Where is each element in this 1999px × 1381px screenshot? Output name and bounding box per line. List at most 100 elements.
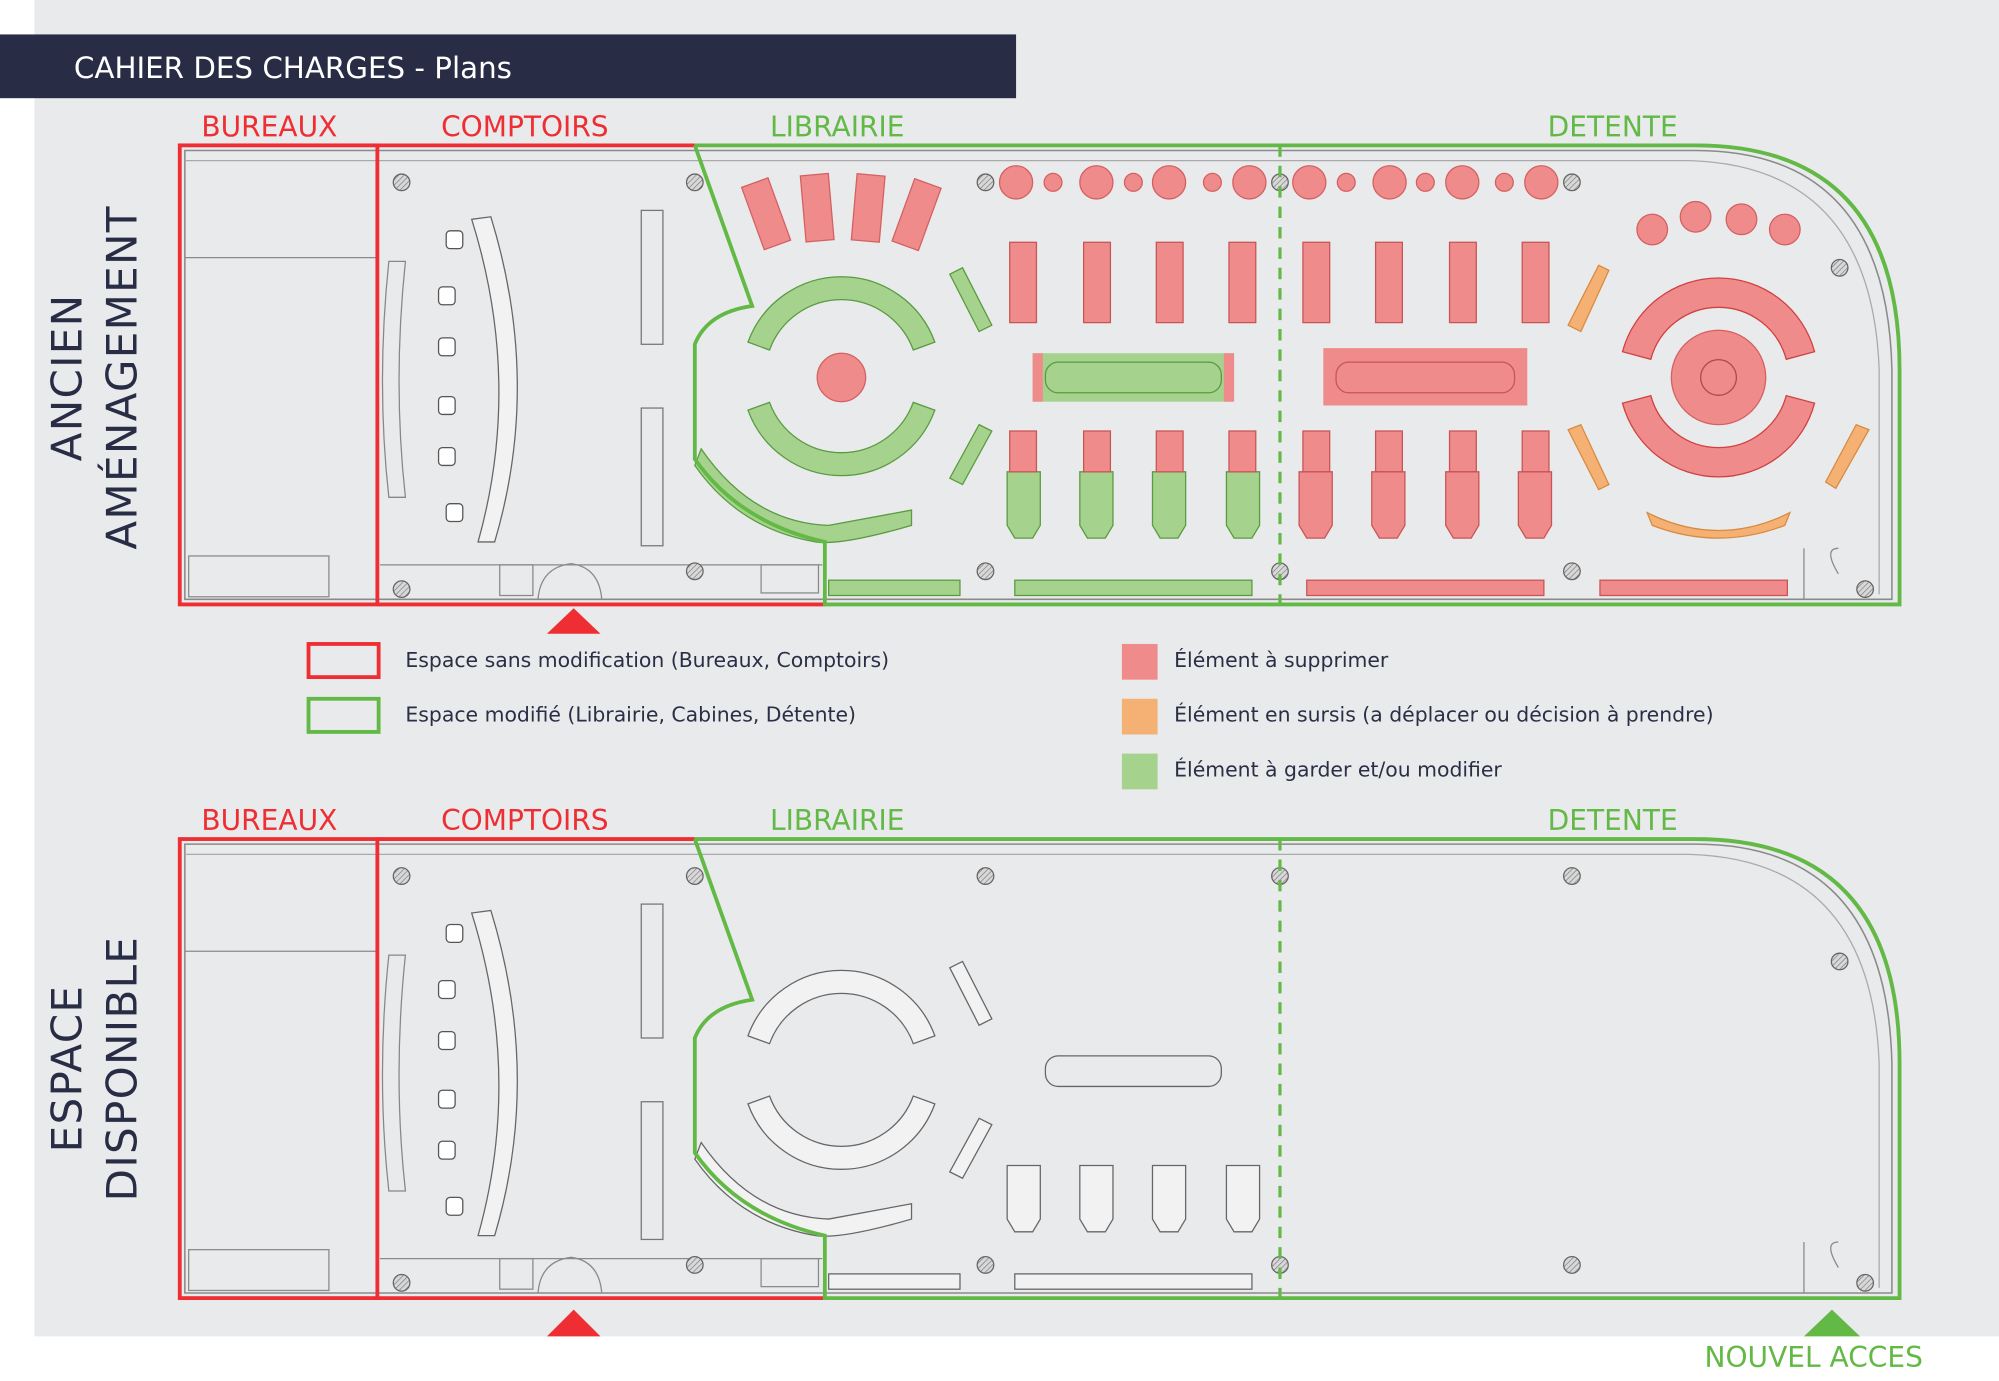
armchair-remove: [1517, 471, 1553, 539]
counter-chair: [445, 230, 464, 250]
pillar: [976, 173, 995, 192]
bench-column-remove: [1448, 430, 1477, 473]
pillar: [1562, 1256, 1581, 1274]
shelf: [640, 1101, 664, 1241]
armchair: [1006, 1164, 1041, 1233]
sofa-pending: [1645, 511, 1792, 539]
pillar: [1856, 1273, 1875, 1292]
legend-label-pending: Élément en sursis (a déplacer ou décisio…: [1174, 702, 1713, 727]
office-desk: [188, 1249, 330, 1292]
legend: Espace sans modification (Bureaux, Compt…: [306, 642, 1714, 790]
display-table-remove: [740, 177, 792, 251]
door-frame: [499, 1257, 534, 1290]
counter-back: [381, 954, 407, 1192]
plan-available-space: [177, 837, 1902, 1301]
zone-outline-modified: [692, 143, 1902, 607]
pillar: [976, 1256, 995, 1274]
legend-label-modified: Espace modifié (Librairie, Cabines, Déte…: [405, 703, 856, 727]
inner-wall: [184, 160, 1880, 595]
bench: [1014, 1273, 1253, 1290]
office-desk: [188, 555, 330, 598]
bench-column-remove: [1448, 241, 1477, 324]
svg-text:DETENTE: DETENTE: [1548, 110, 1678, 143]
armchair-remove: [1679, 200, 1712, 233]
counter-chair: [437, 286, 456, 306]
armchair-remove: [1445, 471, 1480, 539]
zone-labels-old: BUREAUX COMPTOIRS LIBRAIRIE DETENTE: [201, 110, 1677, 143]
library-wall-bench: [694, 447, 913, 544]
round-table-remove: [816, 352, 867, 403]
counter-desk: [470, 216, 518, 543]
bench-column-remove: [1302, 241, 1331, 324]
entrance-triangle-old: [546, 608, 601, 634]
center-table-keep: [1032, 353, 1235, 402]
display-table-remove: [850, 173, 886, 243]
center-table-outline: [1044, 361, 1222, 394]
detente-table-remove: [1670, 329, 1767, 426]
pillar: [392, 173, 411, 192]
library-upper-arc: [747, 969, 936, 1045]
counter-chair: [437, 446, 456, 467]
bench-column-remove: [1083, 241, 1112, 324]
pillar: [1856, 580, 1875, 599]
library-wall-bench: [694, 1141, 913, 1237]
library-side-piece: [948, 960, 993, 1027]
library-lower-arc: [747, 401, 936, 477]
bench-remove: [1306, 579, 1545, 597]
round-table-remove: [1151, 165, 1187, 200]
zone-outline-comptoirs: [377, 143, 825, 607]
door-frame: [499, 564, 534, 597]
legend-swatch-keep: [1121, 753, 1158, 790]
side-label-old: ANCIEN AMÉNAGEMENT: [43, 205, 147, 549]
cabinet: [760, 1257, 820, 1288]
counter-chair: [437, 395, 456, 416]
counter-chair: [437, 979, 456, 1000]
svg-text:LIBRAIRIE: LIBRAIRIE: [770, 804, 904, 837]
zone-outline-bureaux: [177, 143, 380, 607]
cabinet: [760, 564, 820, 594]
sofa-pending: [1567, 423, 1610, 491]
bench-column-remove: [1521, 241, 1550, 324]
library-side-piece: [948, 423, 993, 486]
svg-text:LIBRAIRIE: LIBRAIRIE: [770, 110, 904, 143]
pillar: [1562, 173, 1581, 192]
plan-old-layout: [177, 143, 1902, 607]
zone-outline-modified: [692, 837, 1902, 1301]
sofa-pending: [1824, 423, 1870, 490]
library-side-piece: [948, 266, 993, 333]
bench-remove: [1599, 579, 1789, 597]
bench-column-remove: [1228, 430, 1257, 473]
pillar: [685, 1256, 704, 1274]
round-table-remove: [1232, 165, 1267, 200]
table-end-remove: [1223, 353, 1235, 402]
bench-column-remove: [1009, 241, 1038, 324]
armchair-remove: [1371, 471, 1406, 539]
svg-text:COMPTOIRS: COMPTOIRS: [441, 804, 609, 837]
access-door: [1803, 547, 1839, 600]
counter-chair: [437, 1030, 456, 1051]
pillar: [1562, 867, 1581, 885]
bench-column-remove: [1521, 430, 1550, 473]
svg-text:AMÉNAGEMENT: AMÉNAGEMENT: [96, 205, 146, 549]
round-table-remove: [1202, 172, 1222, 192]
counter-desk: [470, 909, 518, 1237]
display-table-remove: [799, 172, 835, 243]
armchair: [1225, 471, 1261, 539]
entrance-door: [537, 1256, 603, 1294]
counter-chair: [437, 1140, 456, 1160]
bench-column-remove: [1155, 241, 1184, 324]
round-table-remove: [1292, 165, 1327, 200]
bench: [828, 579, 961, 597]
armchair-remove: [1298, 471, 1333, 539]
armchair-remove: [1636, 213, 1669, 246]
round-table-remove: [1372, 165, 1407, 200]
counter-chair: [445, 923, 464, 943]
pillar: [392, 1273, 411, 1292]
legend-swatch-pending: [1121, 698, 1158, 735]
header-bar: [0, 34, 1017, 99]
armchair: [1151, 1164, 1187, 1233]
round-table-remove: [1494, 172, 1514, 192]
display-table-remove: [891, 177, 942, 252]
library-side-piece: [948, 1117, 993, 1180]
svg-text:COMPTOIRS: COMPTOIRS: [441, 110, 609, 143]
